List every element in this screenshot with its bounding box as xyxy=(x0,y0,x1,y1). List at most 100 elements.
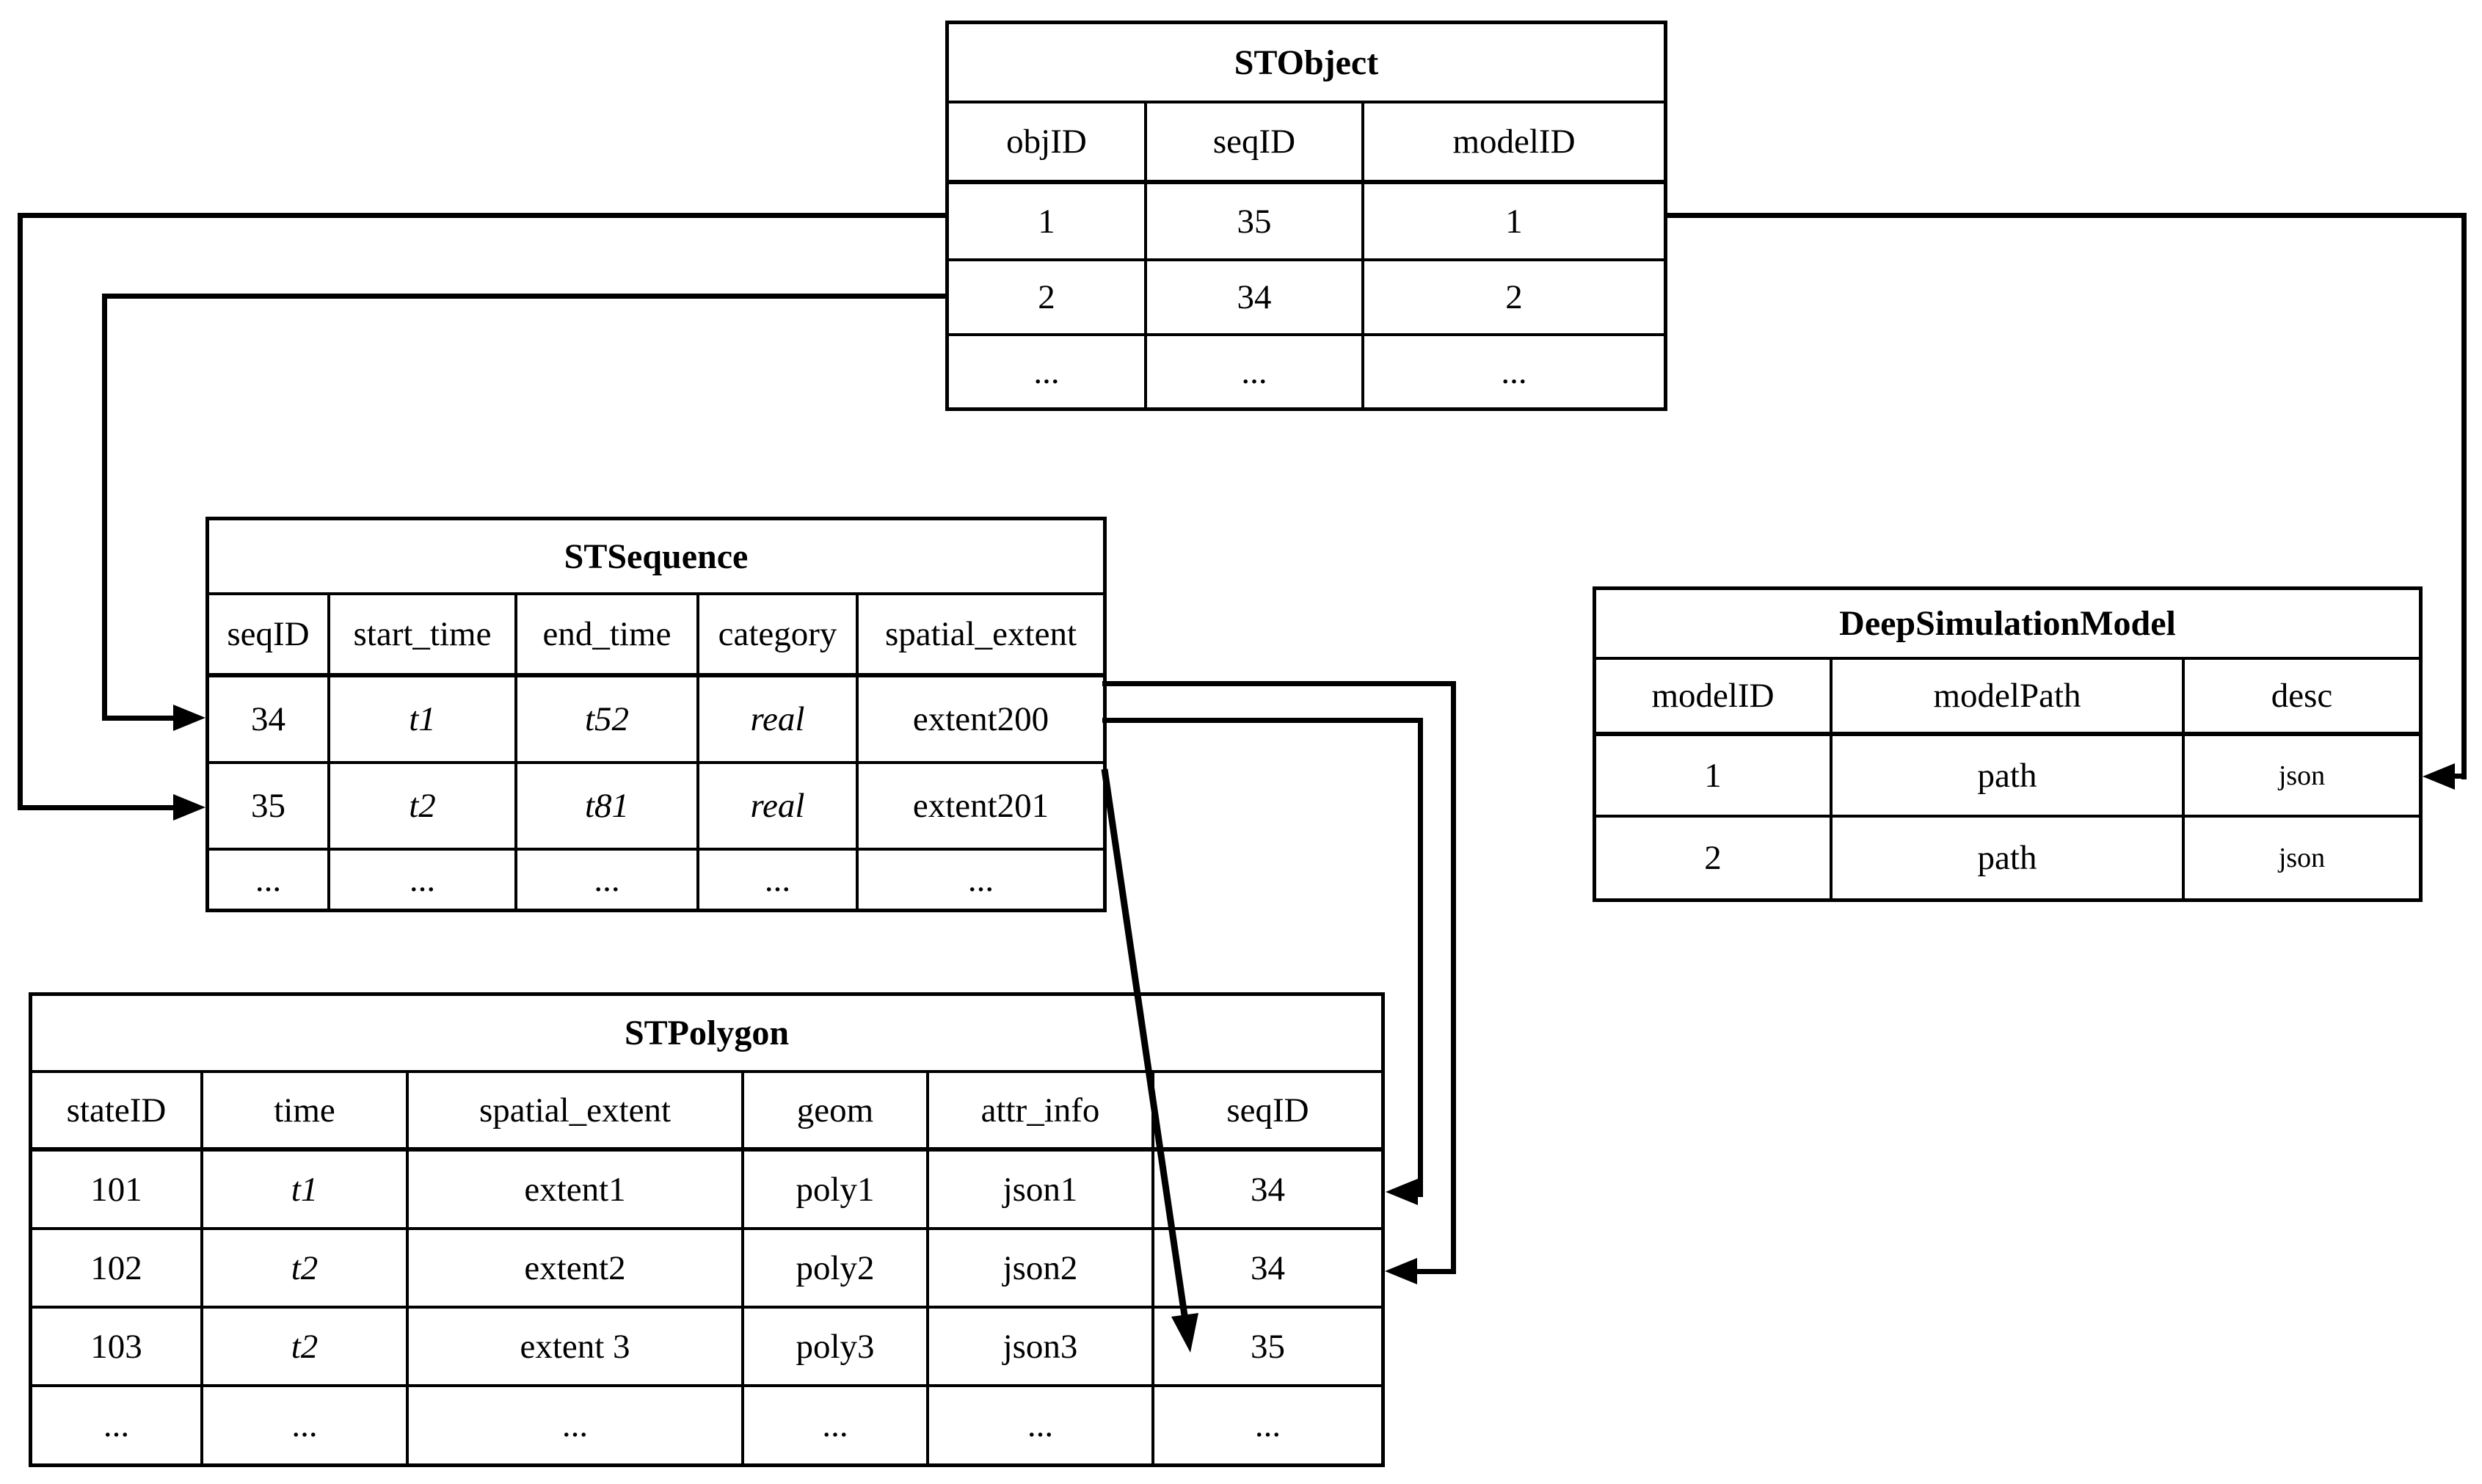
stsequence-header-cell: start_time xyxy=(330,595,517,673)
connector-segment xyxy=(1664,213,2467,218)
stsequence-cell: ... xyxy=(209,851,330,909)
connector-segment xyxy=(18,213,945,218)
stpolygon-table: STPolygon stateID time spatial_extent ge… xyxy=(29,992,1385,1467)
stsequence-header-cell: spatial_extent xyxy=(884,615,1077,653)
stpolygon-cell: 34 xyxy=(1251,1248,1285,1287)
connector-segment xyxy=(1102,718,1423,723)
stpolygon-header-cell: geom xyxy=(744,1073,929,1147)
stpolygon-cell: poly3 xyxy=(744,1309,929,1384)
stobject-cell: ... xyxy=(949,336,1147,407)
stsequence-header-row: seqID start_time end_time category spati… xyxy=(209,595,1103,677)
stobject-header-cell: modelID xyxy=(1452,123,1576,161)
stobject-title: STObject xyxy=(949,24,1664,103)
stpolygon-cell: ... xyxy=(1254,1406,1281,1444)
stobject-cell: 35 xyxy=(1147,184,1364,258)
stobject-cell: ... xyxy=(1501,352,1527,391)
connector-segment xyxy=(1418,718,1423,1197)
stpolygon-cell: json2 xyxy=(929,1230,1154,1306)
stpolygon-header-cell: time xyxy=(203,1073,409,1147)
deepsimulationmodel-header-cell: modelPath xyxy=(1833,660,2185,732)
stsequence-cell: ... xyxy=(967,860,994,899)
connector-segment xyxy=(1417,1269,1456,1274)
deepsimulationmodel-table: DeepSimulationModel modelID modelPath de… xyxy=(1593,586,2423,902)
stsequence-cell: ... xyxy=(330,851,517,909)
arrow-right-icon xyxy=(173,705,205,731)
stpolygon-cell: 34 xyxy=(1251,1170,1285,1209)
stpolygon-cell: ... xyxy=(744,1387,929,1463)
stsequence-cell: ... xyxy=(517,851,699,909)
stpolygon-cell: extent1 xyxy=(409,1152,744,1227)
stpolygon-cell: poly2 xyxy=(744,1230,929,1306)
stpolygon-header-cell: attr_info xyxy=(929,1073,1154,1147)
stpolygon-header-cell: seqID xyxy=(1226,1091,1309,1130)
stobject-cell: 1 xyxy=(949,184,1147,258)
arrow-right-icon xyxy=(173,794,205,821)
stobject-cell: 34 xyxy=(1147,261,1364,333)
deepsimulationmodel-cell: path xyxy=(1833,818,2185,898)
stsequence-cell: ... xyxy=(699,851,859,909)
deepsimulationmodel-cell: 1 xyxy=(1596,736,1833,815)
connector-segment xyxy=(2461,213,2467,779)
stpolygon-cell: 35 xyxy=(1251,1327,1285,1366)
stpolygon-header-cell: stateID xyxy=(32,1073,203,1147)
stobject-header-cell: seqID xyxy=(1147,103,1364,180)
stpolygon-cell: json3 xyxy=(929,1309,1154,1384)
stsequence-cell: t2 xyxy=(330,764,517,848)
arrow-left-icon xyxy=(2423,763,2455,790)
table-row: 2 34 2 xyxy=(949,261,1664,336)
connector-segment xyxy=(1102,681,1456,686)
stpolygon-cell: t2 xyxy=(203,1309,409,1384)
stobject-header-cell: objID xyxy=(949,103,1147,180)
stpolygon-header-row: stateID time spatial_extent geom attr_in… xyxy=(32,1073,1381,1152)
stpolygon-cell: ... xyxy=(409,1387,744,1463)
connector-segment xyxy=(102,716,176,721)
stpolygon-cell: ... xyxy=(203,1387,409,1463)
stsequence-cell: real xyxy=(699,764,859,848)
arrow-left-icon xyxy=(1386,1179,1418,1205)
stsequence-table: STSequence seqID start_time end_time cat… xyxy=(205,517,1107,912)
stobject-cell: 2 xyxy=(949,261,1147,333)
deepsimulationmodel-cell: 2 xyxy=(1596,818,1833,898)
stpolygon-cell: extent 3 xyxy=(409,1309,744,1384)
stsequence-cell: t1 xyxy=(330,677,517,761)
stpolygon-cell: 102 xyxy=(32,1230,203,1306)
arrow-left-icon xyxy=(1385,1258,1417,1284)
table-row: 101 t1 extent1 poly1 json1 34 xyxy=(32,1152,1381,1230)
stpolygon-cell: extent2 xyxy=(409,1230,744,1306)
stpolygon-cell: ... xyxy=(929,1387,1154,1463)
stsequence-cell: t81 xyxy=(517,764,699,848)
connector-segment xyxy=(102,294,945,299)
stsequence-title: STSequence xyxy=(209,520,1103,595)
connector-segment xyxy=(1451,681,1456,1274)
stpolygon-cell: t2 xyxy=(203,1230,409,1306)
deepsimulationmodel-header-row: modelID modelPath desc xyxy=(1596,660,2419,736)
stsequence-cell: extent201 xyxy=(912,787,1049,825)
table-row: 1 path json xyxy=(1596,736,2419,818)
stobject-cell: 2 xyxy=(1505,278,1523,316)
stsequence-cell: 35 xyxy=(209,764,330,848)
stpolygon-cell: json1 xyxy=(929,1152,1154,1227)
table-row: 2 path json xyxy=(1596,818,2419,898)
table-row: 1 35 1 xyxy=(949,184,1664,261)
stsequence-header-cell: seqID xyxy=(209,595,330,673)
connector-segment xyxy=(18,805,176,810)
table-row: ... ... ... ... ... xyxy=(209,851,1103,909)
stpolygon-cell: poly1 xyxy=(744,1152,929,1227)
stobject-table: STObject objID seqID modelID 1 35 1 2 34… xyxy=(945,21,1667,411)
stsequence-header-cell: end_time xyxy=(517,595,699,673)
table-row: 103 t2 extent 3 poly3 json3 35 xyxy=(32,1309,1381,1387)
stobject-cell: 1 xyxy=(1505,202,1523,241)
stpolygon-cell: 103 xyxy=(32,1309,203,1384)
stpolygon-cell: ... xyxy=(32,1387,203,1463)
stsequence-cell: real xyxy=(699,677,859,761)
table-row: ... ... ... ... ... ... xyxy=(32,1387,1381,1463)
connector-segment xyxy=(18,213,23,810)
connector-segment xyxy=(102,294,107,721)
stpolygon-cell: t1 xyxy=(203,1152,409,1227)
stsequence-header-cell: category xyxy=(699,595,859,673)
stobject-cell: ... xyxy=(1147,336,1364,407)
table-row: ... ... ... xyxy=(949,336,1664,407)
stobject-header-row: objID seqID modelID xyxy=(949,103,1664,184)
deepsimulationmodel-cell: json xyxy=(2278,760,2326,791)
